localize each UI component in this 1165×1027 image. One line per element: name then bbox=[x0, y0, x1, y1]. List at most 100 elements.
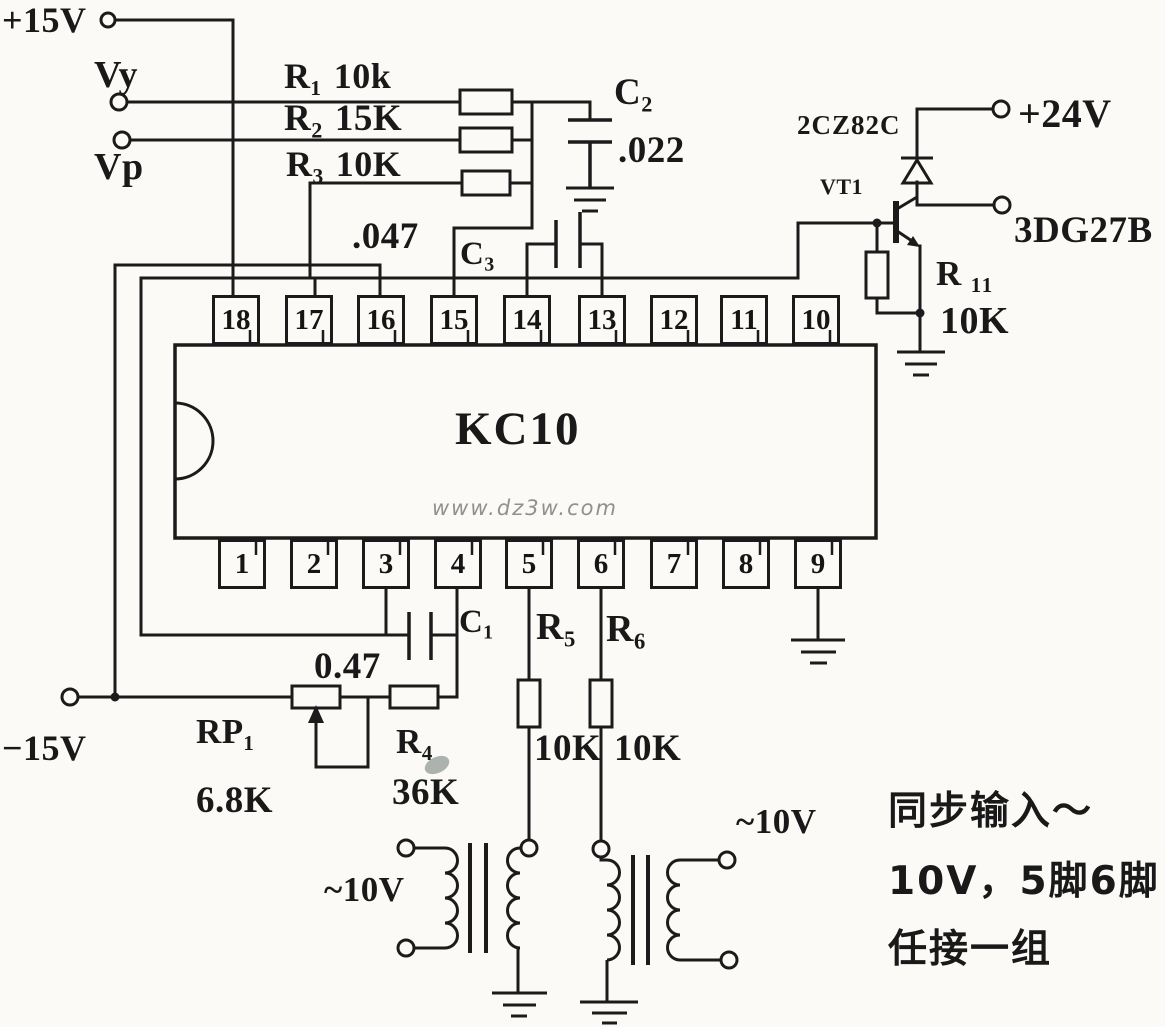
junction-base bbox=[872, 218, 882, 228]
wire-c3-right-to-pin13 bbox=[578, 242, 604, 298]
ic-pin-1: 1 bbox=[218, 539, 266, 589]
t1-secondary-bottom-lead bbox=[516, 946, 520, 993]
terminal-minus15v bbox=[60, 687, 80, 707]
t1-core-icon bbox=[468, 843, 488, 953]
t2-voltage-label: ~10V bbox=[736, 802, 817, 841]
wire-long-to-base bbox=[139, 221, 898, 637]
terminal-t2-secondary-top bbox=[717, 850, 737, 870]
wire-c3-left-to-pin14 bbox=[525, 242, 558, 298]
annotation-line1: 同步输入～ bbox=[888, 789, 1094, 834]
r6-name-label: R₆ bbox=[606, 608, 646, 650]
ic-pin-2: 2 bbox=[290, 539, 338, 589]
r3-label: R₃ 10K bbox=[286, 146, 401, 182]
wire-plus15v-to-pin18 bbox=[113, 18, 235, 298]
r2-name: R₂ bbox=[284, 98, 323, 139]
c1-name-label: C₁ bbox=[459, 604, 494, 640]
r1-value: 10k bbox=[333, 56, 392, 96]
wire-rp1-wiper bbox=[314, 695, 370, 769]
annotation-line2: 10V，5脚6脚 bbox=[888, 859, 1160, 904]
vt1-designator-label: VT1 bbox=[820, 174, 864, 199]
r11-value-label: 10K bbox=[940, 300, 1010, 342]
transistor-collector-lead bbox=[896, 195, 918, 211]
rp1-wiper-arrow-icon bbox=[308, 705, 324, 723]
ic-pin-17: 17 bbox=[285, 295, 333, 345]
diode-2cz82c-symbol bbox=[900, 156, 934, 185]
plus15v-label: +15V bbox=[2, 0, 87, 40]
ic-pin-11: 11 bbox=[720, 295, 768, 345]
t1-secondary-coil bbox=[506, 846, 521, 950]
r4-name-label: R₄ bbox=[396, 722, 433, 761]
ground-icon-emitter bbox=[897, 350, 945, 377]
terminal-layer bbox=[60, 11, 1012, 970]
wire-pin4-to-r4 bbox=[436, 588, 459, 699]
c1-value-label: 0.47 bbox=[314, 646, 381, 687]
pin-lead-ticks-bottom bbox=[254, 541, 834, 555]
junction-layer bbox=[110, 218, 925, 702]
wire-diode-to-24v bbox=[915, 107, 995, 160]
capacitor-c1-symbol bbox=[407, 612, 433, 660]
ground-icon-c2 bbox=[566, 186, 614, 213]
terminal-collector-out bbox=[992, 195, 1012, 215]
ic-pin-16: 16 bbox=[357, 295, 405, 345]
r3-value: 10K bbox=[335, 144, 402, 184]
t2-primary-coil bbox=[606, 858, 621, 962]
r11-name-label: R ₁₁ bbox=[936, 254, 994, 293]
r2-value: 15K bbox=[334, 98, 403, 139]
ic-outline bbox=[173, 343, 878, 540]
terminal-vy bbox=[109, 92, 129, 112]
wire-r3-left-down bbox=[308, 181, 464, 280]
terminal-t2-primary-top bbox=[591, 839, 611, 859]
resistor-r5-body bbox=[516, 678, 542, 729]
wire-c2-tap bbox=[530, 100, 592, 122]
terminal-t2-secondary-bottom bbox=[719, 950, 739, 970]
t2-secondary-leads bbox=[680, 858, 721, 962]
transistor-model-label: 3DG27B bbox=[1014, 210, 1153, 251]
r3-name: R₃ bbox=[286, 144, 324, 184]
ic-pin-8: 8 bbox=[722, 539, 770, 589]
wire-r11-bottom bbox=[875, 296, 922, 315]
transistor-vt1-symbol bbox=[893, 195, 920, 247]
terminal-plus24v bbox=[991, 99, 1011, 119]
r5-name-label: R₅ bbox=[536, 606, 576, 648]
capacitor-layer bbox=[407, 118, 612, 660]
plus24v-label: +24V bbox=[1018, 91, 1112, 136]
transistor-emitter-arrow-icon bbox=[907, 236, 920, 247]
annotation-line3: 任接一组 bbox=[888, 927, 1053, 972]
ground-icon-t1 bbox=[492, 991, 547, 1018]
resistor-r2-body bbox=[458, 126, 514, 154]
capacitor-c3-symbol bbox=[554, 212, 582, 268]
ic-pin-12: 12 bbox=[650, 295, 698, 345]
ground-icon-t2 bbox=[580, 1000, 638, 1025]
rp1-name-label: RP₁ bbox=[196, 712, 255, 751]
ic-pin-18: 18 bbox=[212, 295, 260, 345]
r4-value-label: 36K bbox=[392, 772, 460, 813]
minus15v-label: −15V bbox=[2, 728, 87, 768]
terminal-vp bbox=[112, 130, 132, 150]
t1-primary-leads bbox=[414, 846, 445, 950]
c3-name-label: C₃ bbox=[460, 236, 495, 272]
ic-pin-14: 14 bbox=[503, 295, 551, 345]
ground-icon-pin9 bbox=[791, 638, 845, 665]
terminal-plus15v bbox=[99, 11, 117, 29]
transformer1-symbol bbox=[414, 843, 521, 993]
terminal-t1-secondary-top bbox=[519, 838, 539, 858]
resistor-r6-body bbox=[588, 678, 614, 729]
junction-minus15v bbox=[110, 692, 120, 702]
diode-triangle bbox=[900, 157, 934, 185]
ic-part-number: KC10 bbox=[455, 403, 581, 455]
wire-layer bbox=[76, 18, 996, 843]
terminal-t1-primary-bottom bbox=[396, 938, 416, 958]
t2-core-icon bbox=[631, 855, 650, 965]
wire-rail1-pin16 bbox=[113, 263, 382, 699]
potentiometer-rp1-body bbox=[290, 684, 342, 710]
t2-secondary-coil bbox=[666, 858, 681, 962]
terminal-t1-primary-top bbox=[396, 838, 416, 858]
resistor-r11-body bbox=[864, 250, 890, 300]
ic-kc10-body bbox=[173, 330, 878, 555]
ic-pin-5: 5 bbox=[505, 539, 553, 589]
wire-sum-node-to-pin15 bbox=[452, 100, 534, 298]
t1-voltage-label: ~10V bbox=[324, 870, 405, 909]
ic-pin-3: 3 bbox=[362, 539, 410, 589]
